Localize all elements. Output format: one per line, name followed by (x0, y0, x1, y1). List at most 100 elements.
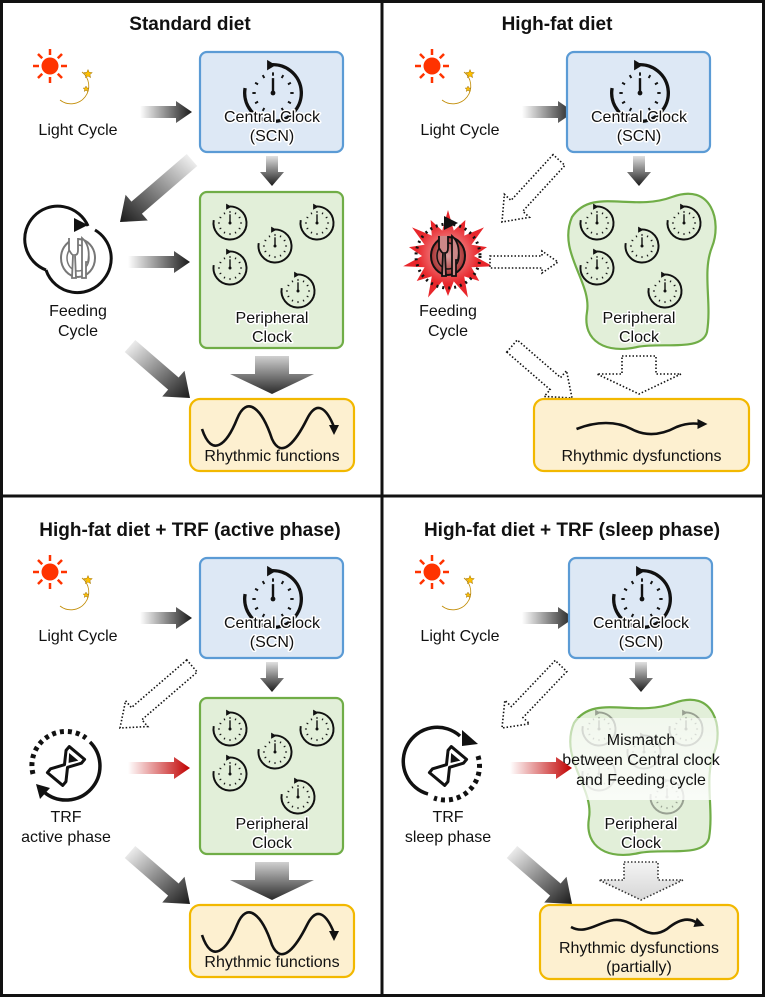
arrow-light-to-central (140, 607, 192, 629)
clock-tick (268, 760, 271, 763)
clock-arrow-arc (579, 205, 615, 241)
clock-arrow-head (636, 565, 645, 577)
clock-tick (238, 767, 241, 770)
rhythm-wave (576, 421, 700, 436)
clock-tick (601, 276, 604, 279)
clock-tick (586, 261, 589, 264)
clock-tick (302, 786, 305, 789)
clock-tick (673, 284, 676, 287)
clock-tick (264, 745, 267, 748)
sun-moon-icon (33, 49, 93, 105)
clock-tick (310, 212, 313, 215)
rhythm-wave-arrowhead (329, 931, 339, 941)
clock-arrow-head (593, 203, 599, 210)
sun-moon-icon (415, 555, 475, 611)
panel-title: High-fat diet (502, 14, 613, 35)
clock-center (273, 244, 277, 248)
clock-tick (646, 254, 649, 257)
plate-fork-knife-icon (430, 233, 466, 277)
clock-tick (219, 261, 222, 264)
rhythmic-output-label: Rhythmic functions (204, 448, 339, 465)
clock-center (270, 596, 276, 602)
clock-tick (654, 100, 659, 105)
rhythmic-output-label: Rhythmic dysfunctions (561, 448, 721, 465)
clock-arrow-arc (257, 228, 293, 264)
clock-arrow-head (267, 59, 276, 71)
clock-center (595, 266, 599, 270)
clock-tick (268, 235, 271, 238)
clock-tick (649, 580, 654, 585)
hourglass-body (427, 745, 469, 787)
clock-tick (321, 212, 324, 215)
sun-icon (41, 563, 59, 581)
peripheral-clock-box (198, 696, 345, 856)
clock-tick (306, 801, 309, 804)
panel-trf-sleep: High-fat diet + TRF (sleep phase)Light C… (401, 520, 740, 981)
clock-arrow-head (271, 732, 277, 739)
clock-tick (692, 216, 695, 219)
clock-center (228, 727, 232, 731)
rhythm-wave-arrowhead (697, 419, 708, 429)
clock-tick (287, 606, 292, 611)
light-cycle-label: Light Cycle (420, 122, 499, 139)
clock-tick (254, 81, 259, 86)
peripheral-clock-sublabel: Clock (252, 835, 293, 852)
clock-tick (283, 239, 286, 242)
clock-arrow-head (593, 248, 599, 255)
central-clock-sublabel: (SCN) (617, 128, 661, 145)
light-cycle-label: Light Cycle (38, 628, 117, 645)
clock-tick (586, 216, 589, 219)
clock-tick (321, 718, 324, 721)
clock-arrow-head (226, 754, 232, 761)
clock-center (296, 289, 300, 293)
star-icon (83, 68, 93, 79)
panel-title: High-fat diet + TRF (active phase) (39, 520, 340, 541)
sun-ray (419, 578, 426, 585)
hourglass-sand (68, 752, 79, 763)
clock-tick (623, 606, 628, 611)
clock-arrow-arc (299, 711, 335, 747)
clock-tick (254, 587, 259, 592)
clock-tick (219, 733, 222, 736)
clock-tick (287, 295, 290, 298)
clock-arrow-arc (243, 569, 303, 629)
clock-tick (601, 231, 604, 234)
rhythmic-output-label: Rhythmic functions (204, 954, 339, 971)
clock-tick (654, 284, 657, 287)
clock-tick (325, 733, 328, 736)
clock-tick (656, 587, 661, 592)
clock-tick (605, 227, 608, 230)
clock-tick (671, 805, 674, 808)
clock-tick (654, 295, 657, 298)
rhythmic-output-box (532, 397, 751, 473)
clock-tick (631, 250, 634, 253)
clock-tick (279, 741, 282, 744)
rhythm-wave (570, 918, 698, 935)
arrow-feeding-to-output (124, 845, 190, 904)
clock-arrow-head (661, 271, 667, 278)
clock-center (682, 221, 686, 225)
clock-center (595, 221, 599, 225)
clock-tick (280, 107, 285, 112)
clock-tick (656, 801, 659, 804)
clock-tick (590, 276, 593, 279)
central-clock-sublabel: (SCN) (250, 634, 294, 651)
clock-center (270, 90, 276, 96)
sun-ray (438, 559, 445, 566)
clock-arrow-head (226, 709, 232, 716)
clock-tick (669, 299, 672, 302)
moon-icon (59, 577, 90, 611)
fork-icon (68, 238, 79, 279)
star-icon (464, 591, 472, 598)
clock-tick (283, 250, 286, 253)
clock-tick (688, 231, 691, 234)
peripheral-clock-box (198, 190, 345, 350)
arrow-light-to-central (522, 101, 574, 123)
clock-tick (302, 280, 305, 283)
central-clock-icon (243, 565, 303, 629)
clock-arrow-head (638, 226, 644, 233)
clock-tick (234, 257, 237, 260)
clock-tick (306, 227, 309, 230)
clock-tick (646, 235, 649, 238)
knife-icon (451, 233, 460, 277)
